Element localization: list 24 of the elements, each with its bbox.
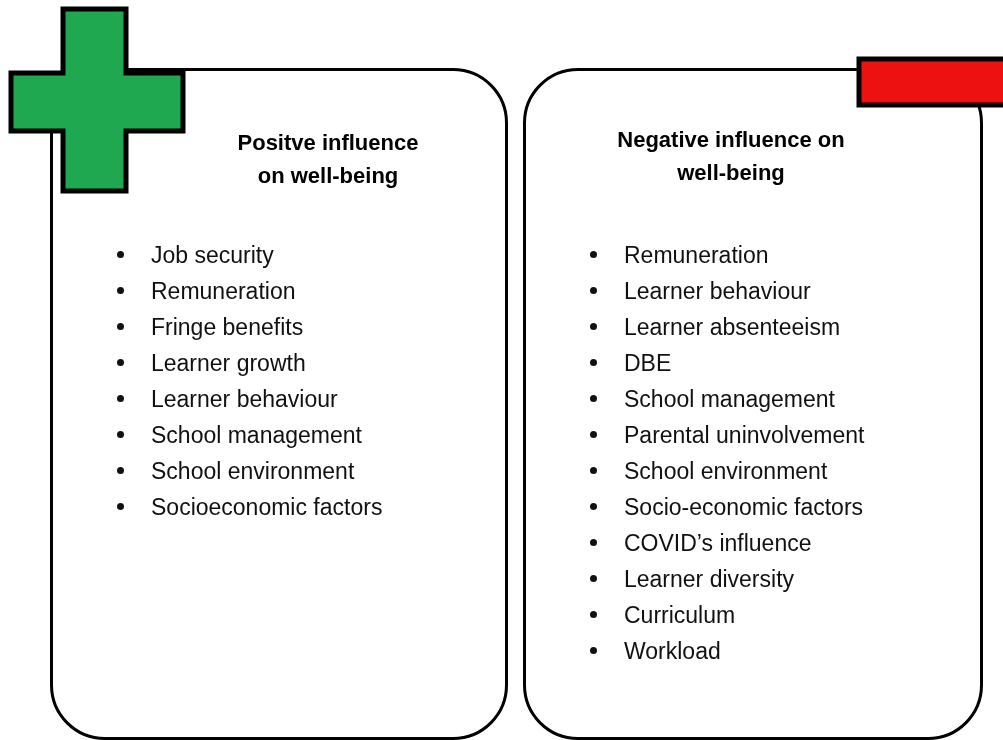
bullet-item: Job security: [151, 242, 274, 268]
panel-heading: Positve influence on well-being: [236, 129, 420, 190]
rounded-panel: [523, 68, 983, 740]
rounded-panel: [50, 68, 508, 740]
bullet-item: DBE: [624, 350, 672, 376]
bullet-item: Fringe benefits: [151, 314, 304, 340]
bullet-item: School environment: [624, 458, 828, 484]
bullet-item: Socio-economic factors: [624, 494, 864, 520]
bullet-item: Curriculum: [624, 602, 736, 628]
bullet-item: Learner behaviour: [624, 278, 811, 304]
bullet-item: Workload: [624, 638, 721, 664]
bullet-item: School management: [151, 422, 362, 448]
bullet-item: School environment: [151, 458, 355, 484]
bullet-item: Learner absenteeism: [624, 314, 841, 340]
bullet-item: Remuneration: [624, 242, 769, 268]
bullet-item: Learner behaviour: [151, 386, 338, 412]
bullet-item: Learner diversity: [624, 566, 795, 592]
bullet-item: COVID’s influence: [624, 530, 812, 556]
bullet-item: School management: [624, 386, 835, 412]
bullet-item: Parental uninvolvement: [624, 422, 865, 448]
bullet-item: Remuneration: [151, 278, 296, 304]
bullet-item: Learner growth: [151, 350, 306, 376]
bullet-item: Socioeconomic factors: [151, 494, 383, 520]
panel-heading: Negative influence on well-being: [616, 126, 846, 187]
